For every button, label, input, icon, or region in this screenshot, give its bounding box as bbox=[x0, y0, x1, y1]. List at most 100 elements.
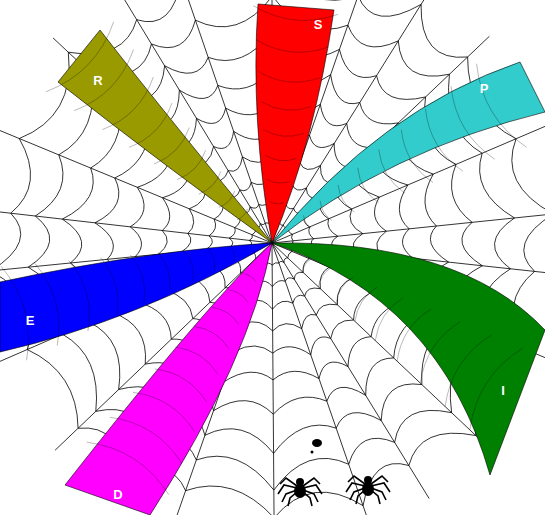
web-thread bbox=[300, 163, 320, 170]
web-thread bbox=[11, 139, 31, 214]
web-thread bbox=[196, 456, 274, 490]
band-thread bbox=[208, 248, 214, 270]
web-thread bbox=[288, 251, 292, 257]
band-thread bbox=[263, 129, 304, 136]
band-letter: S bbox=[314, 18, 323, 31]
band-shape bbox=[272, 62, 545, 243]
web-thread bbox=[249, 235, 252, 241]
letter-band: R bbox=[58, 30, 272, 243]
band-thread bbox=[258, 72, 319, 83]
band-thread bbox=[451, 86, 495, 159]
web-thread bbox=[272, 263, 279, 265]
web-thread bbox=[292, 234, 294, 241]
band-thread bbox=[199, 171, 221, 194]
web-thread bbox=[374, 197, 386, 231]
web-thread bbox=[512, 139, 545, 214]
web-thread bbox=[347, 123, 373, 147]
band-thread bbox=[230, 247, 234, 262]
band-thread bbox=[470, 348, 523, 430]
band-thread bbox=[304, 215, 312, 228]
web-thread bbox=[229, 228, 235, 239]
band-thread bbox=[336, 277, 353, 303]
web-thread bbox=[151, 20, 195, 47]
web-thread bbox=[273, 371, 319, 380]
spider-leg bbox=[371, 476, 388, 484]
band-thread bbox=[397, 309, 431, 361]
web-spoke bbox=[0, 128, 272, 243]
spider-body bbox=[294, 484, 306, 498]
band-thread bbox=[87, 442, 169, 495]
fly-speck bbox=[311, 451, 314, 454]
web-thread bbox=[293, 295, 305, 303]
web-thread bbox=[273, 347, 311, 355]
band-thread bbox=[303, 259, 311, 272]
web-thread bbox=[272, 281, 285, 287]
web-thread bbox=[95, 178, 119, 223]
web-thread bbox=[462, 222, 482, 265]
band-thread bbox=[155, 369, 207, 402]
band-thread bbox=[131, 255, 145, 304]
web-thread bbox=[62, 334, 96, 411]
band-outline bbox=[272, 62, 545, 243]
band-thread bbox=[237, 209, 247, 220]
web-thread bbox=[409, 433, 476, 465]
web-thread bbox=[196, 108, 225, 123]
web-thread bbox=[205, 429, 274, 454]
web-thread bbox=[495, 218, 515, 269]
band-outline bbox=[0, 243, 272, 352]
spider-leg bbox=[348, 476, 365, 484]
band-thread bbox=[154, 128, 189, 165]
band-thread bbox=[133, 392, 195, 431]
band-thread bbox=[358, 168, 379, 203]
web-thread bbox=[305, 288, 321, 296]
web-thread bbox=[188, 209, 194, 234]
spider-leg bbox=[280, 478, 297, 486]
web-thread bbox=[224, 372, 274, 382]
band-thread bbox=[379, 149, 405, 193]
web-thread bbox=[274, 425, 337, 453]
web-thread bbox=[349, 438, 395, 464]
band-thread bbox=[401, 130, 433, 183]
web-thread bbox=[399, 185, 409, 229]
web-thread bbox=[250, 205, 259, 209]
web-thread bbox=[350, 209, 363, 234]
band-letter: R bbox=[93, 74, 102, 87]
web-thread bbox=[19, 52, 69, 138]
web-thread bbox=[130, 227, 141, 257]
band-thread bbox=[158, 253, 170, 292]
web-thread bbox=[62, 219, 81, 263]
band-thread bbox=[175, 347, 218, 374]
spider-leg bbox=[303, 478, 320, 486]
spiders bbox=[278, 439, 390, 506]
web-thread bbox=[272, 0, 358, 1]
web-thread bbox=[285, 278, 294, 281]
web-thread bbox=[336, 413, 381, 429]
band-thread bbox=[375, 298, 403, 341]
web-thread bbox=[452, 164, 473, 222]
web-thread bbox=[320, 104, 346, 125]
web-thread bbox=[209, 219, 216, 236]
band-thread bbox=[212, 307, 239, 324]
band-thread bbox=[243, 274, 256, 282]
web-thread bbox=[358, 0, 421, 16]
band-shape bbox=[272, 240, 545, 475]
spider-figure bbox=[278, 478, 322, 506]
band-thread bbox=[319, 268, 331, 287]
band-thread bbox=[102, 77, 153, 129]
band-thread bbox=[265, 155, 296, 160]
web-thread bbox=[425, 174, 436, 226]
web-thread bbox=[310, 135, 335, 147]
web-thread bbox=[240, 182, 251, 190]
band-thread bbox=[445, 335, 491, 406]
web-thread bbox=[395, 410, 452, 442]
band-thread bbox=[69, 260, 90, 330]
band-thread bbox=[101, 258, 118, 317]
web-thread bbox=[181, 233, 191, 252]
band-thread bbox=[267, 179, 290, 183]
web-thread bbox=[339, 49, 376, 77]
fly bbox=[312, 439, 322, 447]
spider-body bbox=[362, 482, 374, 496]
band-shape bbox=[58, 30, 272, 243]
